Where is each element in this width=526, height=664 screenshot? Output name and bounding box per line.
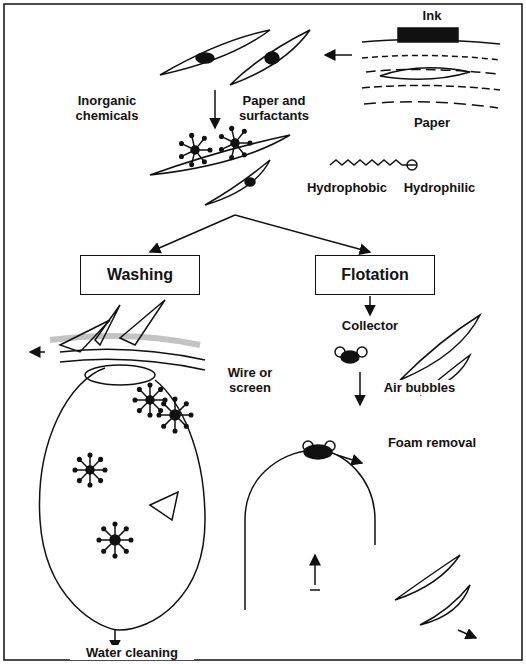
fibres-surfactant [150, 135, 290, 205]
surfactant-molecule [330, 160, 416, 165]
label: Hydrophobic [300, 180, 394, 195]
label: Inorganic chemicals [60, 93, 154, 123]
label: Foam removal [380, 435, 484, 450]
frame [4, 4, 522, 660]
ink-micelles [73, 383, 193, 558]
hydrophilic-head [407, 160, 417, 170]
process-box: Washing [80, 255, 200, 295]
fibres [160, 30, 310, 85]
label: Ink [405, 8, 459, 23]
flotation-cell [245, 441, 476, 638]
label: Collector [328, 318, 412, 333]
label: Wire or screen [208, 365, 292, 395]
label: Paper [400, 115, 464, 130]
micelles [180, 127, 252, 167]
box-text: Washing [107, 266, 173, 284]
label: Hydrophilic [395, 180, 484, 195]
washing-vessel [30, 300, 205, 650]
box-text: Flotation [341, 266, 409, 284]
label: Air bubbles [370, 380, 469, 395]
label: Water cleaning [70, 645, 194, 660]
label: Paper and surfactants [222, 93, 326, 123]
process-box: Flotation [315, 255, 435, 295]
ink-paper [362, 28, 500, 108]
